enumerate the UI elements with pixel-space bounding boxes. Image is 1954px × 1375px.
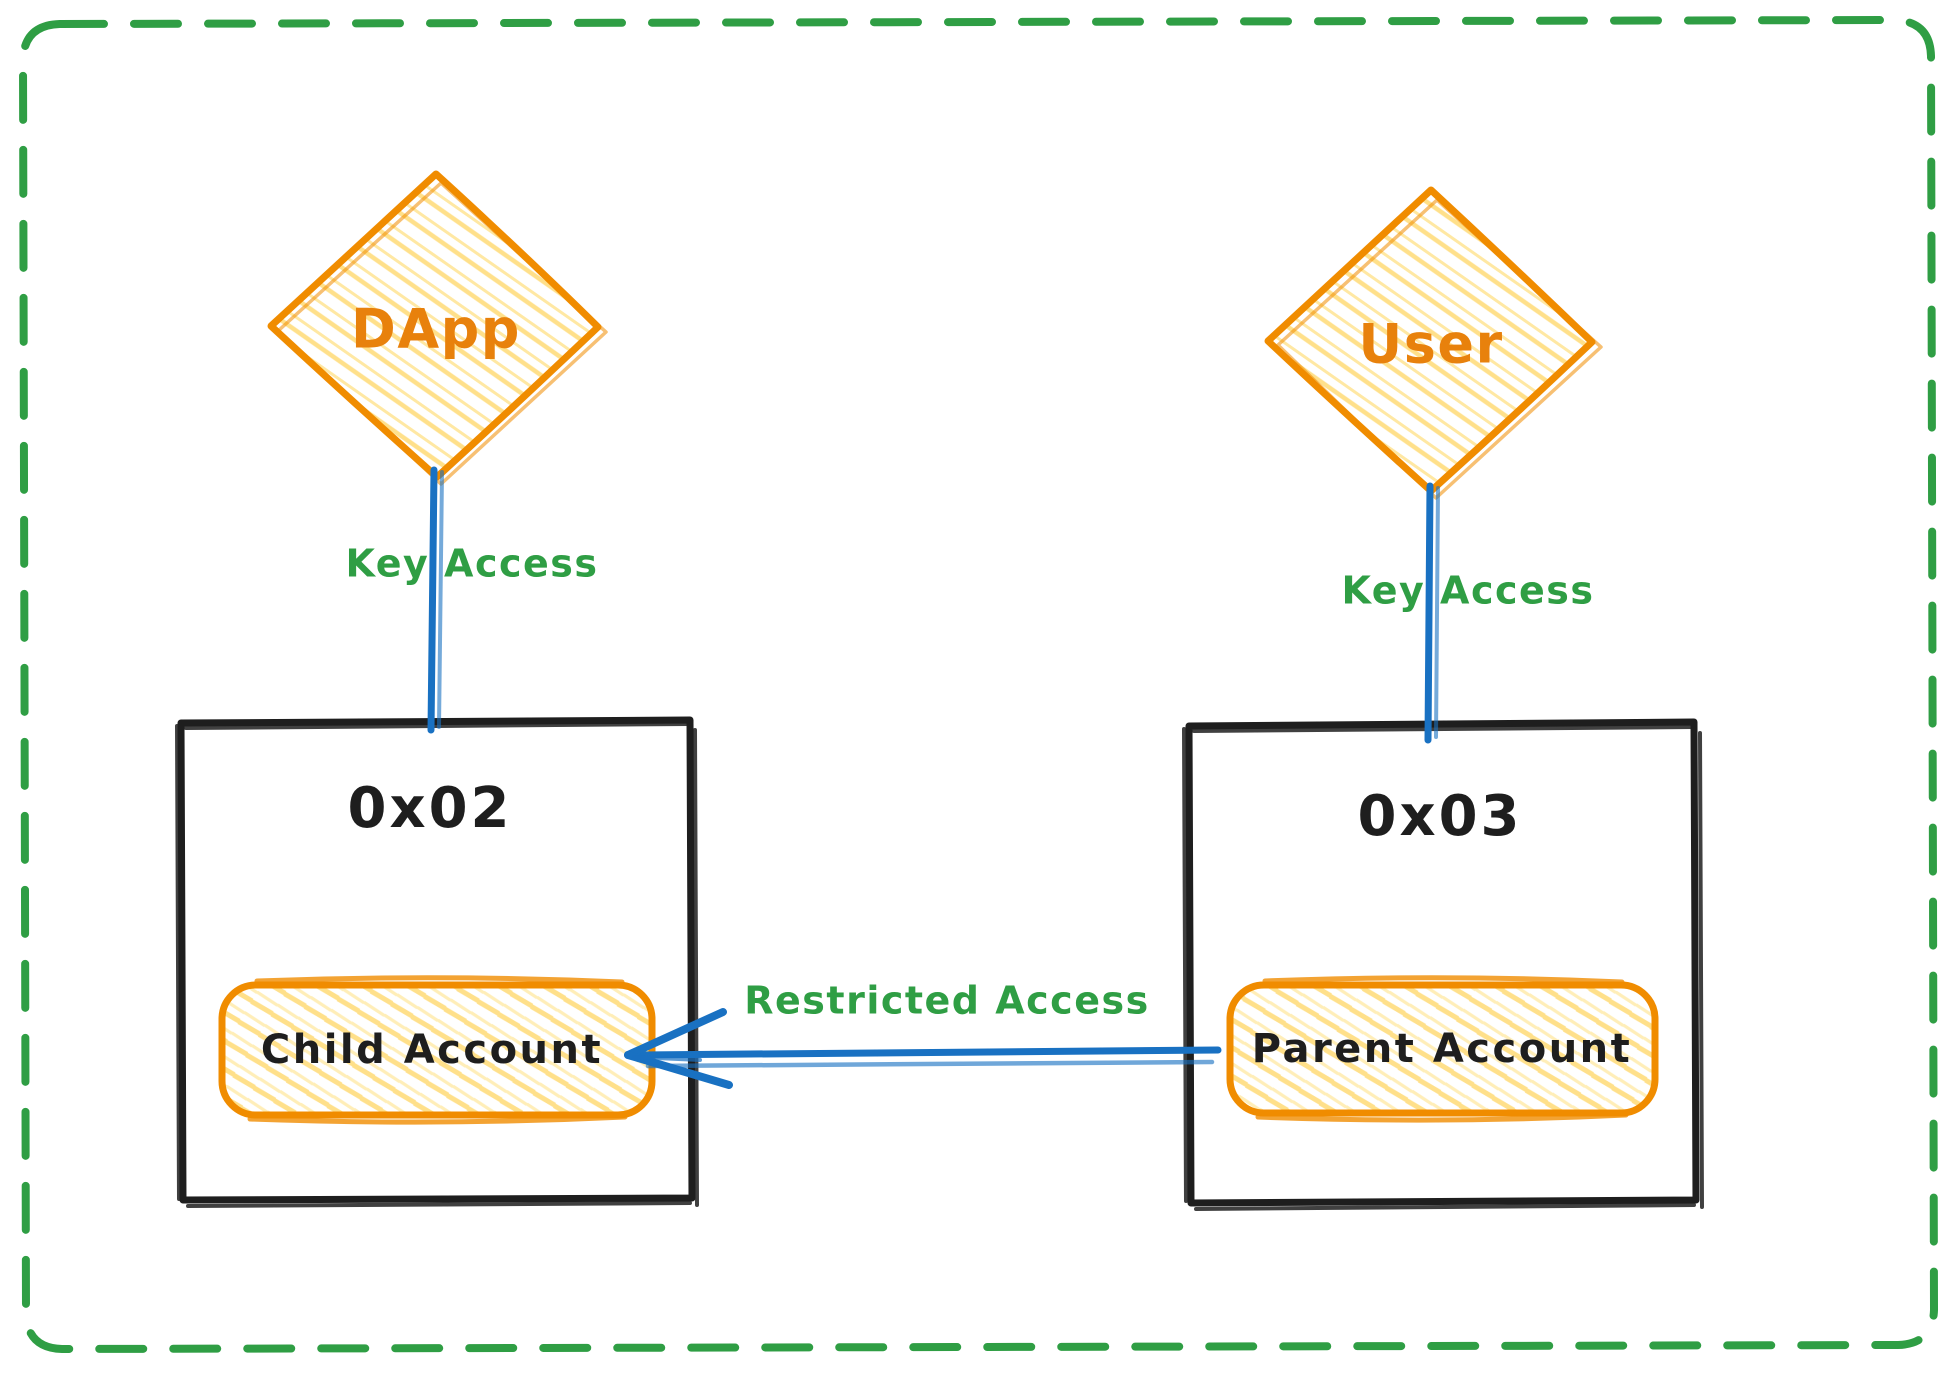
account-0x02-title: 0x02 — [347, 776, 512, 841]
child-account-node[interactable]: Child Account — [218, 975, 656, 1125]
child-account-label: Child Account — [261, 1027, 603, 1073]
user-node[interactable]: User — [1264, 186, 1603, 500]
dapp-label: DApp — [351, 298, 521, 361]
account-box-0x02[interactable]: 0x02 Child Account — [175, 716, 699, 1208]
edge-parent-to-child[interactable] — [624, 1008, 1222, 1089]
edge-label-key-access-user: Key Access — [1341, 569, 1594, 613]
parent-account-label: Parent Account — [1252, 1026, 1633, 1072]
edge-label-restricted-access: Restricted Access — [744, 979, 1149, 1023]
account-box-0x03[interactable]: 0x03 Parent Account — [1182, 718, 1704, 1211]
boundary-frame — [18, 15, 1939, 1354]
edge-dapp-to-child[interactable] — [427, 466, 444, 734]
dapp-node[interactable]: DApp — [267, 170, 608, 486]
user-label: User — [1358, 313, 1503, 376]
edge-user-to-parent[interactable] — [1424, 482, 1440, 744]
account-0x03-title: 0x03 — [1357, 784, 1522, 849]
parent-account-node[interactable]: Parent Account — [1226, 975, 1659, 1123]
edge-label-key-access-dapp: Key Access — [345, 542, 598, 586]
